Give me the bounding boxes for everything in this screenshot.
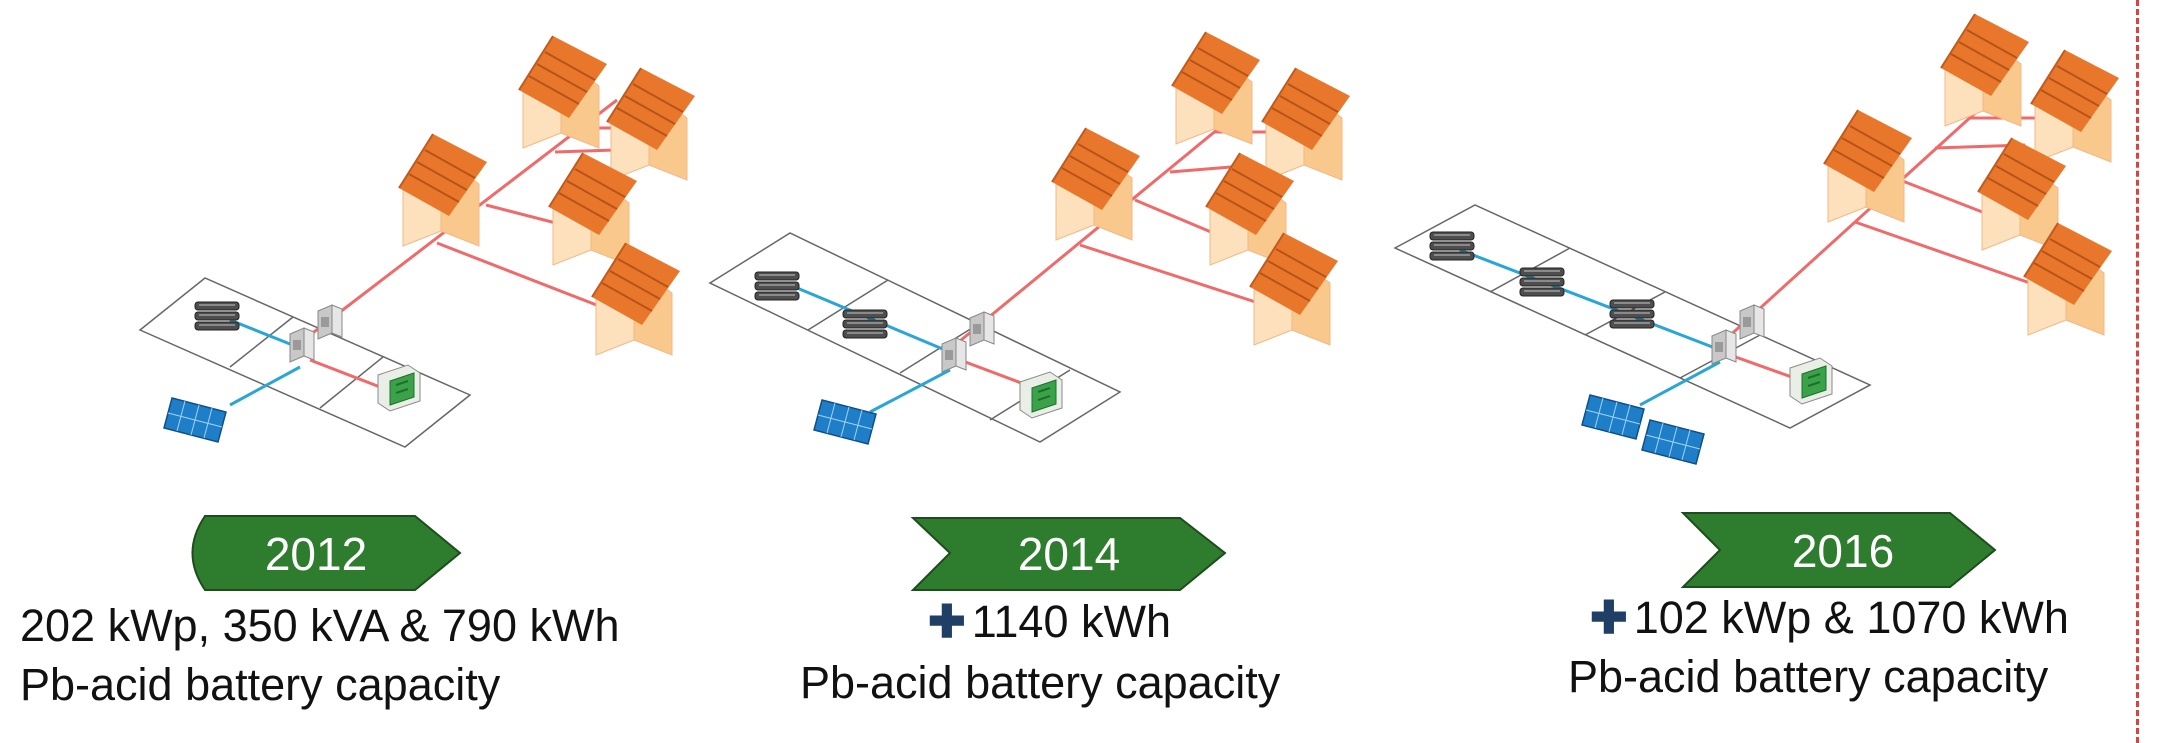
house-icon xyxy=(1940,13,2030,127)
house-icon xyxy=(1051,127,1141,241)
stage-2012-line2: Pb-acid battery capacity xyxy=(20,659,501,710)
battery-bank-icon xyxy=(842,309,888,339)
year-label: 2014 xyxy=(1018,528,1120,580)
battery-bank-icon xyxy=(1519,267,1565,297)
solar-panel-icon xyxy=(1641,419,1705,465)
stage-2016-line1: ✚102 kWp & 1070 kWh xyxy=(1590,592,2069,643)
house-icon xyxy=(398,133,488,247)
inverter-icon xyxy=(1739,304,1765,340)
inverter-icon xyxy=(317,304,343,340)
stage-2014-illustration xyxy=(708,31,1351,445)
house-icon xyxy=(518,35,608,149)
generator-icon xyxy=(1019,371,1063,419)
stage-2016-line2: Pb-acid battery capacity xyxy=(1568,651,2049,702)
battery-bank-icon xyxy=(1609,299,1655,329)
stage-2016-illustration xyxy=(1393,13,2120,465)
solar-panel-icon xyxy=(1581,394,1645,440)
house-icon xyxy=(591,242,681,356)
solar-panel-icon xyxy=(163,397,227,443)
year-label: 2016 xyxy=(1792,525,1894,577)
stage-2014-line1: ✚1140 kWh xyxy=(928,596,1171,647)
year-arrow-2016: 2016 xyxy=(1680,512,1997,588)
house-icon xyxy=(1823,109,1913,223)
site-platform xyxy=(138,277,472,448)
house-icon xyxy=(1171,31,1261,145)
battery-bank-icon xyxy=(754,271,800,301)
inverter-icon xyxy=(969,311,995,347)
battery-bank-icon xyxy=(194,301,240,331)
house-icon xyxy=(606,67,696,181)
generator-icon xyxy=(377,364,421,412)
year-arrow-2012: 2012 xyxy=(191,515,462,591)
solar-panel-icon xyxy=(813,399,877,445)
power-lines xyxy=(1459,93,2051,407)
house-icon xyxy=(1261,67,1351,181)
year-arrow-2014: 2014 xyxy=(910,517,1227,591)
year-label: 2012 xyxy=(265,528,367,580)
inverter-icon xyxy=(941,337,967,373)
battery-bank-icon xyxy=(1429,231,1475,261)
plus-icon: ✚ xyxy=(928,596,966,647)
stage-2012-line1: 202 kWp, 350 kVA & 790 kWh xyxy=(20,600,620,651)
stage-2012-illustration xyxy=(138,35,696,448)
dashed-divider xyxy=(2136,0,2139,743)
power-lines xyxy=(789,113,1281,414)
stage-2014-line2: Pb-acid battery capacity xyxy=(800,657,1281,708)
generator-icon xyxy=(1789,357,1833,405)
inverter-icon xyxy=(1711,329,1737,365)
house-icon xyxy=(2030,49,2120,163)
plus-icon: ✚ xyxy=(1590,592,1628,643)
inverter-icon xyxy=(289,327,315,363)
